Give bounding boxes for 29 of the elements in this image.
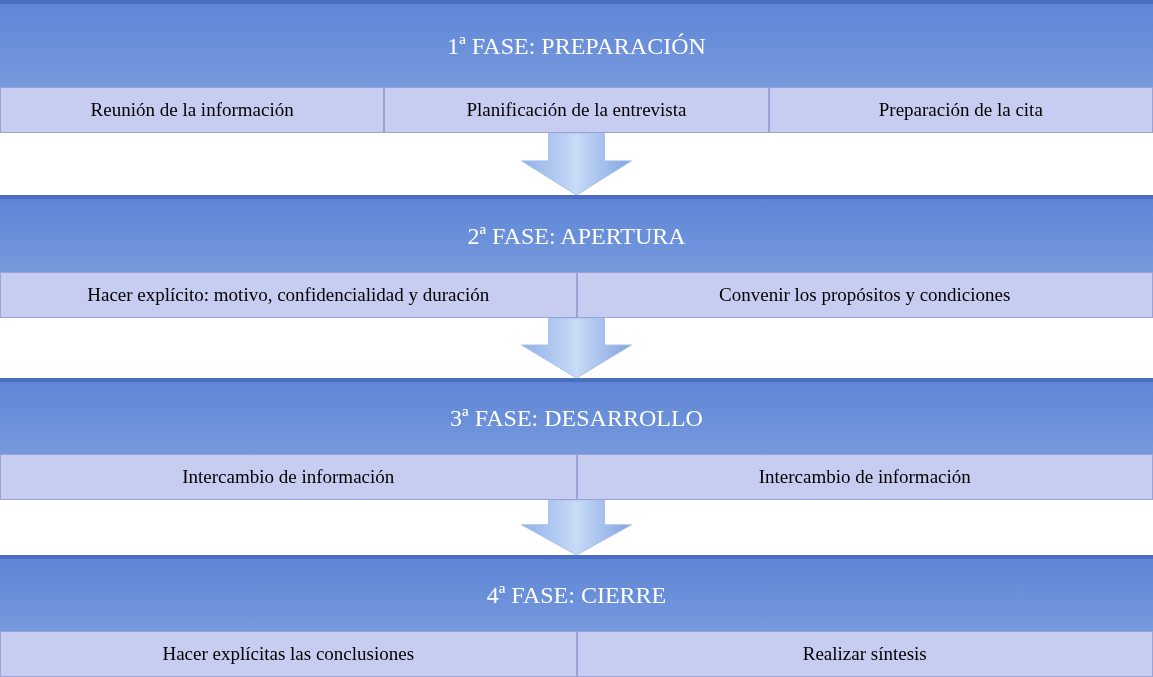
- step-text: Convenir los propósitos y condiciones: [719, 282, 1011, 307]
- step-box: [0, 631, 577, 677]
- phase-heading: 3ª FASE: DESARROLLO: [450, 404, 703, 433]
- step-text: Reunión de la información: [90, 97, 294, 122]
- block-arrow: [521, 499, 632, 556]
- step-text: Realizar síntesis: [802, 641, 927, 666]
- step-text: Hacer explícitas las conclusiones: [162, 641, 415, 666]
- step-box: [576, 272, 1153, 318]
- step-text: Planificación de la entrevista: [466, 97, 687, 122]
- step-text: Hacer explícito: motivo, confidencialidad y duración: [87, 282, 490, 307]
- phase-band: [0, 378, 1153, 500]
- phase-band: [0, 555, 1153, 677]
- block-arrow: [521, 132, 632, 196]
- step-box: [576, 631, 1153, 677]
- step-text: Preparación de la cita: [878, 97, 1043, 122]
- step-text: Intercambio de información: [182, 464, 395, 489]
- phase-heading: 2ª FASE: APERTURA: [467, 221, 686, 251]
- phase-band: [0, 195, 1153, 318]
- phase-heading: 1ª FASE: PREPARACIÓN: [447, 31, 706, 61]
- step-box: [0, 272, 577, 318]
- step-box: [0, 454, 577, 500]
- phase-heading: 4ª FASE: CIERRE: [486, 581, 667, 610]
- phase-band: [0, 0, 1153, 133]
- block-arrow: [521, 317, 632, 379]
- step-box: [576, 454, 1153, 500]
- step-box: [0, 87, 385, 133]
- step-text: Intercambio de información: [758, 464, 971, 489]
- step-box: [768, 87, 1153, 133]
- step-box: [384, 87, 769, 133]
